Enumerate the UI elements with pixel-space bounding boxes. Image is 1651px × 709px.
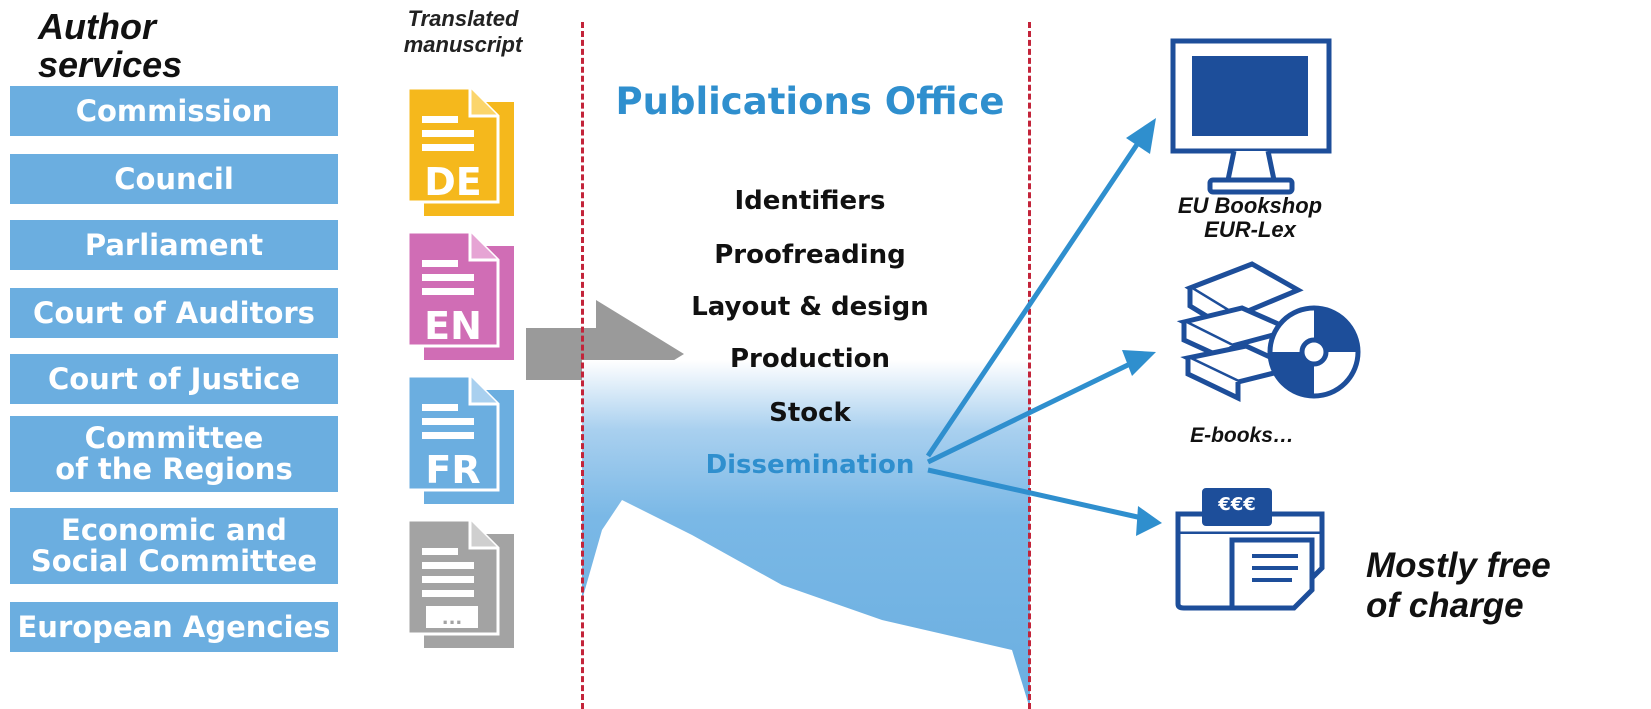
bookshop-caption: EU Bookshop EUR-Lex [1177, 193, 1323, 242]
document-de-label: DE [424, 160, 482, 204]
service-council: Council [10, 154, 338, 204]
receipt-icon [1175, 488, 1325, 611]
service-parliament: Parliament [10, 220, 338, 270]
service-court-of-justice: Court of Justice [10, 354, 338, 404]
document-en-label: EN [424, 304, 482, 348]
step-proofreading: Proofreading [714, 240, 906, 270]
translated-manuscript-label: Translated manuscript [403, 6, 523, 57]
step-layout-design: Layout & design [691, 292, 929, 322]
author-services-title: Author services [38, 6, 183, 85]
monitor-icon [1170, 38, 1332, 195]
ebooks-caption: E-books… [1190, 424, 1294, 447]
publications-office-title: Publications Office [615, 80, 1005, 123]
dissemination-background [582, 360, 1030, 709]
arrowhead-online [1126, 118, 1156, 154]
document-fr-icon: FR [406, 374, 514, 504]
step-identifiers: Identifiers [734, 186, 886, 216]
input-arrow [526, 300, 684, 408]
step-production: Production [730, 344, 890, 374]
arrowhead-ebooks [1122, 350, 1156, 376]
service-economic-social-committee: Economic and Social Committee [10, 508, 338, 584]
price-tag-label: €€€ [1218, 494, 1256, 515]
books-disc-icon [1176, 261, 1361, 402]
free-of-charge-caption: Mostly free of charge [1366, 546, 1551, 625]
document-other-icon: ... [406, 518, 514, 648]
document-de-icon: DE [406, 86, 514, 216]
document-fr-label: FR [425, 448, 481, 492]
divider-right [1028, 22, 1031, 709]
service-court-of-auditors: Court of Auditors [10, 288, 338, 338]
step-dissemination: Dissemination [705, 450, 915, 480]
service-commission: Commission [10, 86, 338, 136]
divider-left [581, 22, 584, 709]
service-committee-of-the-regions: Committee of the Regions [10, 416, 338, 492]
service-european-agencies: European Agencies [10, 602, 338, 652]
document-other-label: ... [441, 608, 463, 629]
arrowhead-print [1136, 506, 1162, 536]
step-stock: Stock [769, 398, 851, 428]
document-en-icon: EN [406, 230, 514, 360]
